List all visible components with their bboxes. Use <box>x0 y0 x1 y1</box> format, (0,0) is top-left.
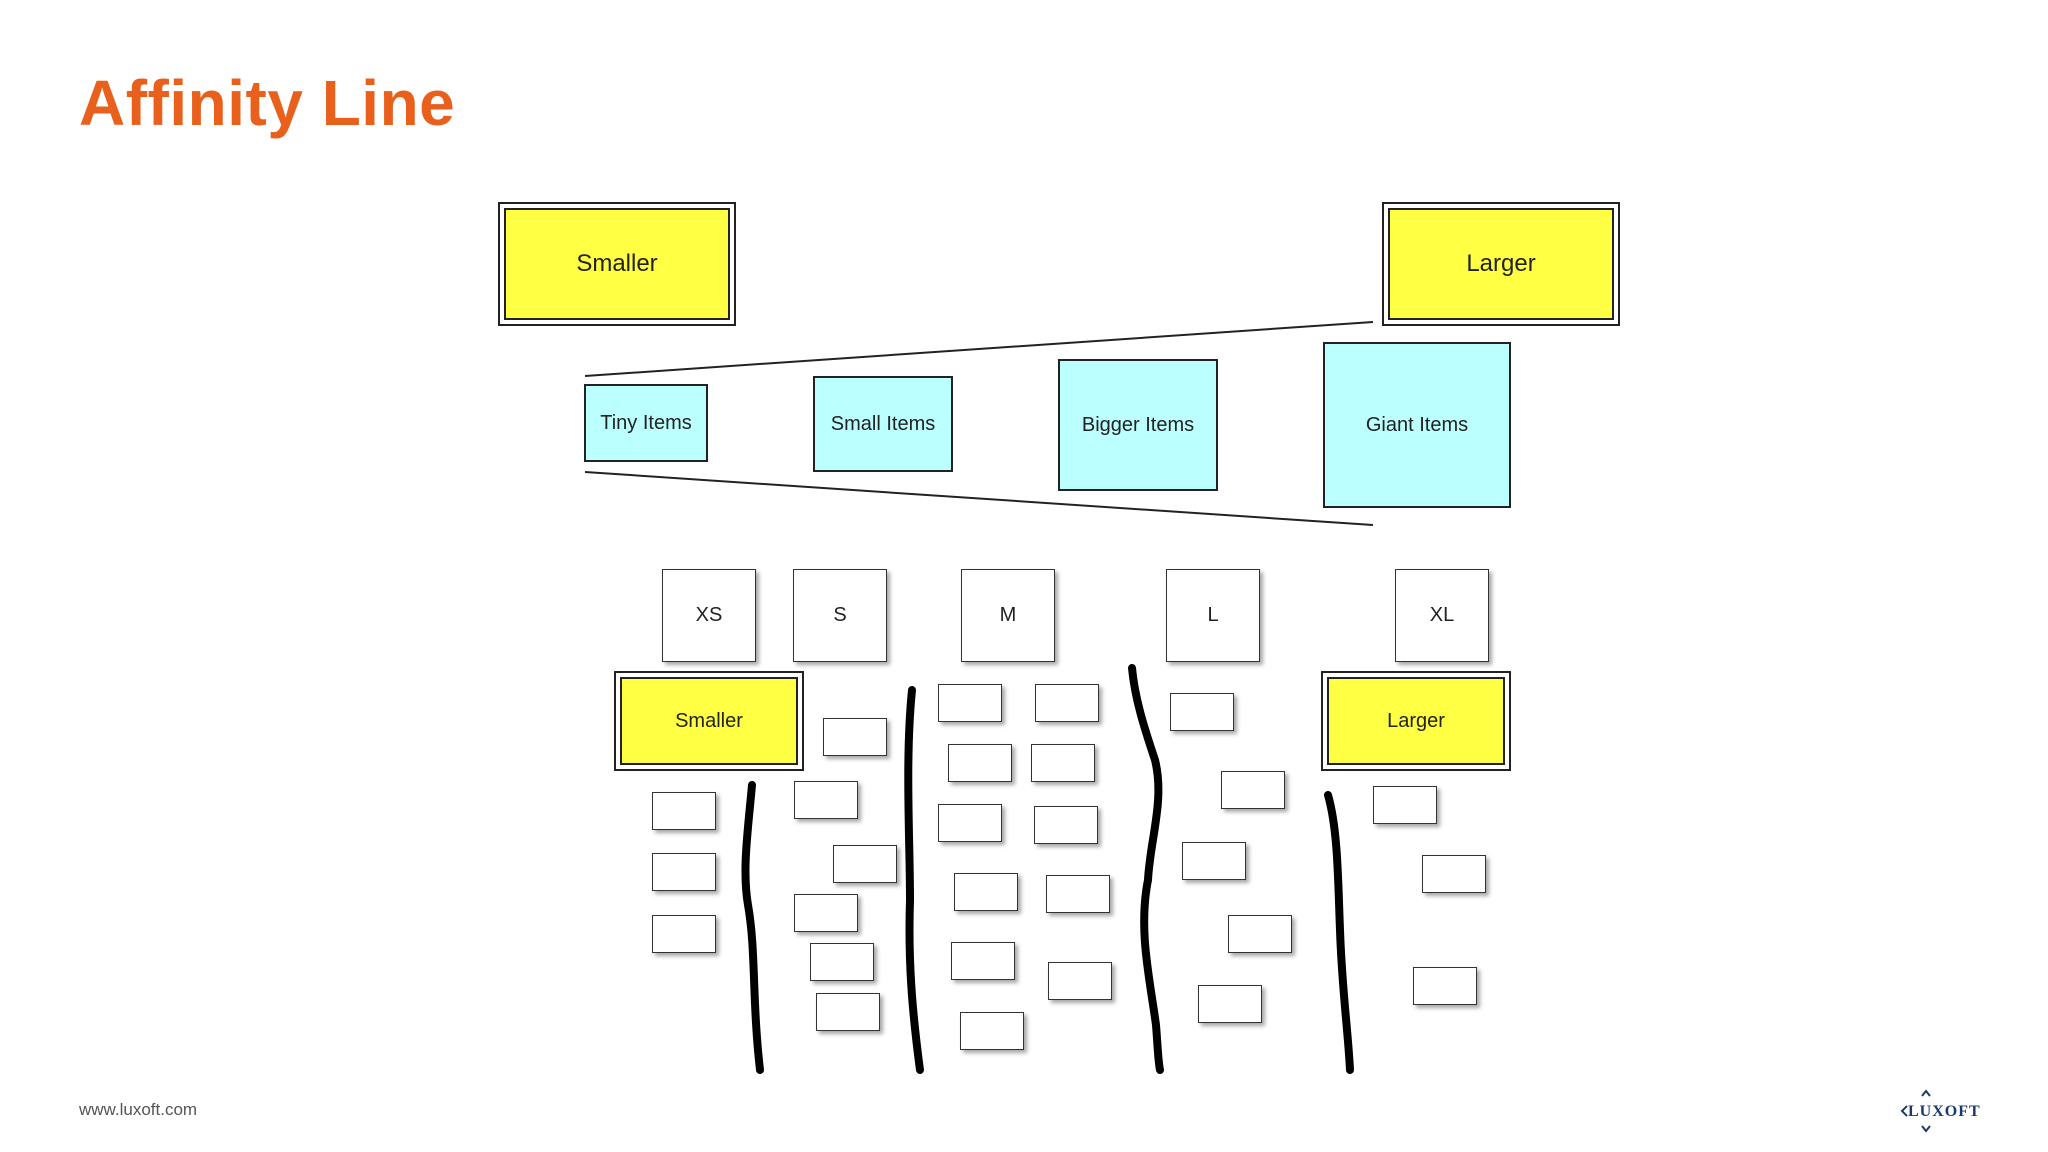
sticky-note <box>823 718 887 756</box>
sticky-note <box>938 804 1002 842</box>
sticky-note <box>1221 771 1285 809</box>
larger-label-text: Larger <box>1466 250 1536 277</box>
sticky-note <box>1413 967 1477 1005</box>
smaller-label-text: Smaller <box>576 250 658 277</box>
footer-url[interactable]: www.luxoft.com <box>79 1100 198 1119</box>
sticky-note <box>1034 806 1098 844</box>
sticky-note <box>652 853 716 891</box>
sticky-note <box>1228 915 1292 953</box>
logo-text: LUXOFT <box>1908 1103 1981 1120</box>
sticky-note <box>1048 962 1112 1000</box>
wall-larger-box: Larger <box>1321 671 1511 771</box>
small-items-box: Small Items <box>813 376 953 472</box>
smaller-label-box: Smaller <box>498 202 736 326</box>
sticky-note <box>938 684 1002 722</box>
page-title: Affinity Line <box>79 67 456 139</box>
wall-smaller-box: Smaller <box>614 671 804 771</box>
tiny-items-box: Tiny Items <box>584 384 708 462</box>
sticky-note <box>1198 985 1262 1023</box>
size-card-xl: XL <box>1395 569 1489 662</box>
sticky-note <box>960 1012 1024 1050</box>
sticky-note <box>954 873 1018 911</box>
sticky-note <box>1422 855 1486 893</box>
sticky-note <box>1035 684 1099 722</box>
logo-graphic: LUXOFT <box>1900 1089 1981 1133</box>
sticky-note <box>794 781 858 819</box>
sticky-note <box>948 744 1012 782</box>
wall-smaller-fill: Smaller <box>620 677 798 765</box>
sticky-note <box>1170 693 1234 731</box>
divider-line-2 <box>904 686 924 1074</box>
divider-line-1 <box>741 781 764 1074</box>
larger-label-box: Larger <box>1382 202 1620 326</box>
sticky-note <box>1046 875 1110 913</box>
sticky-note <box>951 942 1015 980</box>
size-card-m: M <box>961 569 1055 662</box>
sticky-note <box>1182 842 1246 880</box>
smaller-label-fill: Smaller <box>504 208 730 320</box>
size-card-xs: XS <box>662 569 756 662</box>
divider-line-4 <box>1324 791 1354 1074</box>
sticky-note <box>1031 744 1095 782</box>
wall-larger-fill: Larger <box>1327 677 1505 765</box>
sticky-note <box>652 915 716 953</box>
sticky-note <box>652 792 716 830</box>
bigger-items-box: Bigger Items <box>1058 359 1218 491</box>
sticky-note <box>833 845 897 883</box>
sticky-note <box>794 894 858 932</box>
size-card-l: L <box>1166 569 1260 662</box>
funnel-bottom-line <box>584 471 1374 526</box>
sticky-note <box>816 993 880 1031</box>
sticky-note <box>810 943 874 981</box>
giant-items-box: Giant Items <box>1323 342 1511 508</box>
larger-label-fill: Larger <box>1388 208 1614 320</box>
funnel-top-line <box>584 321 1374 377</box>
wall-larger-text: Larger <box>1387 709 1445 732</box>
luxoft-logo: LUXOFT <box>1900 1088 1990 1133</box>
wall-smaller-text: Smaller <box>675 709 743 732</box>
size-card-s: S <box>793 569 887 662</box>
divider-line-3 <box>1128 664 1164 1074</box>
sticky-note <box>1373 786 1437 824</box>
